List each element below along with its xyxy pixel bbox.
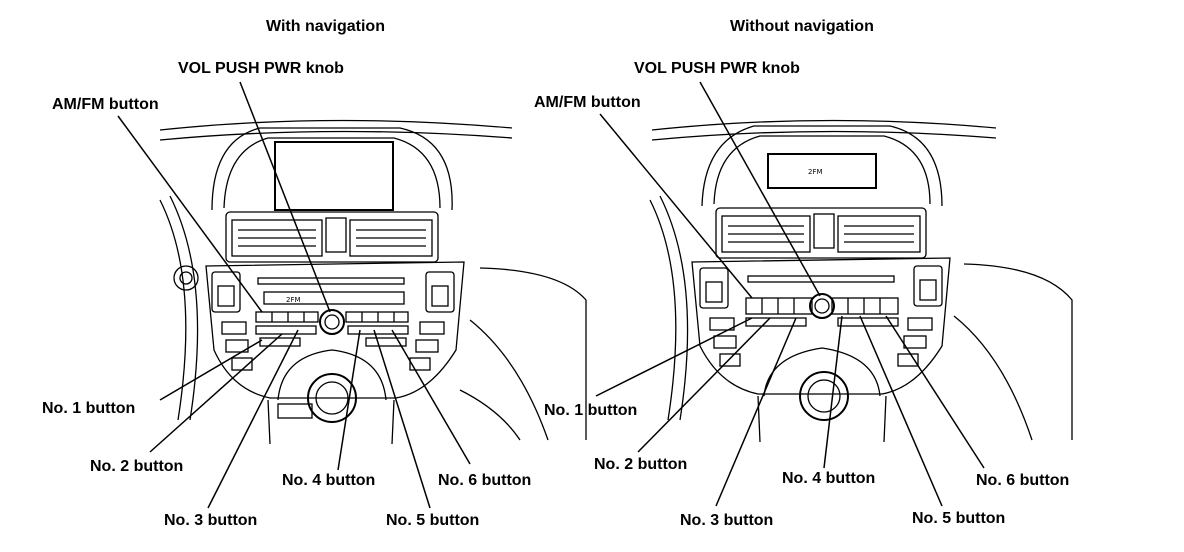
vent-right	[837, 215, 921, 253]
hood-inner	[223, 137, 441, 209]
climate-housing	[277, 349, 387, 401]
center-stack	[205, 261, 465, 399]
dash-top-line-inner	[159, 130, 513, 141]
climate-knob	[799, 371, 849, 421]
label-no5-button: No. 5 button	[912, 510, 1006, 527]
leader-vol-knob	[239, 81, 331, 313]
climate-button	[277, 403, 313, 419]
leader-no3	[715, 317, 797, 507]
seat-outline	[963, 263, 1073, 440]
leader-no5	[859, 315, 943, 507]
label-no2-button: No. 2 button	[594, 456, 688, 473]
hazard-button	[325, 217, 347, 253]
preset-row-right	[345, 311, 409, 323]
leader-no5	[373, 329, 431, 509]
label-no5-button: No. 5 button	[386, 512, 480, 529]
label-no4-button: No. 4 button	[282, 472, 376, 489]
leader-no4	[337, 329, 361, 471]
vent-right	[349, 219, 433, 257]
seat-outline	[479, 267, 587, 440]
leader-no4	[823, 315, 843, 469]
cd-slot	[747, 275, 895, 283]
label-no1-button: No. 1 button	[544, 402, 638, 419]
label-no3-button: No. 3 button	[680, 512, 774, 529]
dash-top-line-inner	[651, 130, 997, 141]
dashboard-illustration-without-navigation: 2FM	[595, 81, 1073, 507]
vol-knob	[319, 309, 345, 335]
navigation-screen	[274, 141, 394, 211]
label-no3-button: No. 3 button	[164, 512, 258, 529]
panel-title: Without navigation	[730, 18, 874, 35]
vol-knob	[809, 293, 835, 319]
vent-left	[231, 219, 323, 257]
leader-no1	[595, 317, 753, 397]
vent-housing	[225, 211, 439, 263]
leader-vol-knob	[699, 81, 821, 297]
label-no4-button: No. 4 button	[782, 470, 876, 487]
vent-left	[721, 215, 811, 253]
leader-no3	[207, 329, 299, 509]
label-no6-button: No. 6 button	[438, 472, 532, 489]
hazard-button	[813, 213, 835, 249]
steering-wheel-edge	[649, 199, 677, 421]
preset-row-left	[745, 297, 813, 315]
label-vol-knob: VOL PUSH PWR knob	[178, 60, 344, 77]
label-no6-button: No. 6 button	[976, 472, 1070, 489]
hood-outline	[211, 127, 453, 211]
panel-without-navigation: 2FM Without navigation VOL PUSH PWR knob…	[534, 0, 1184, 552]
cd-slot	[257, 277, 405, 285]
label-vol-knob: VOL PUSH PWR knob	[634, 60, 800, 77]
label-no2-button: No. 2 button	[90, 458, 184, 475]
climate-knob	[307, 373, 357, 423]
leader-amfm	[599, 113, 753, 299]
climate-housing	[763, 347, 881, 397]
leader-no6	[391, 329, 471, 465]
leader-amfm	[117, 115, 263, 313]
dash-top-line	[159, 119, 513, 131]
leader-no2	[637, 317, 771, 453]
label-amfm-button: AM/FM button	[52, 96, 159, 113]
panel-title: With navigation	[266, 18, 385, 35]
leader-no6	[885, 315, 985, 469]
ignition-switch	[173, 265, 199, 291]
leader-no2	[149, 333, 283, 453]
info-display	[767, 153, 877, 189]
dash-top-line	[651, 119, 997, 131]
label-amfm-button: AM/FM button	[534, 94, 641, 111]
hood-outline	[701, 125, 943, 207]
preset-row-right	[831, 297, 899, 315]
radio-display	[263, 291, 405, 305]
radio-display-text: 2FM	[286, 296, 301, 304]
leader-no1	[159, 339, 263, 401]
preset-row-left	[255, 311, 319, 323]
label-no1-button: No. 1 button	[42, 400, 136, 417]
vent-housing	[715, 207, 927, 259]
dashboard-illustration-with-navigation: 2FM	[117, 81, 587, 509]
info-display-text: 2FM	[808, 168, 823, 176]
center-stack	[691, 257, 951, 395]
panel-with-navigation: 2FM With navigation VOL PUSH PWR knob AM…	[42, 18, 587, 529]
